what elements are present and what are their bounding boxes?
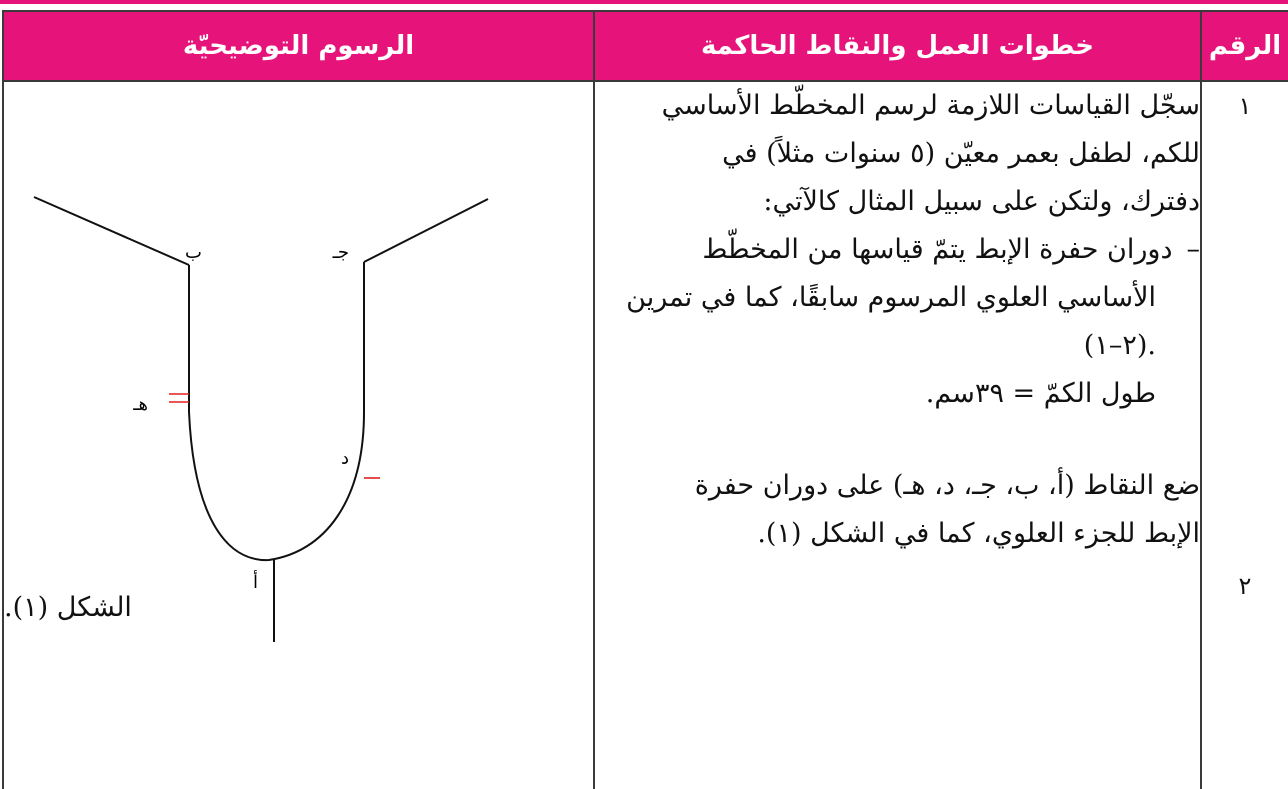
number-cell: ١ ٢ <box>1200 80 1288 789</box>
steps-cell: سجّل القياسات اللازمة لرسم المخطّط الأسا… <box>593 80 1202 789</box>
step-1-measurement: طول الكمّ = ٣٩سم. <box>925 378 1156 409</box>
header-steps: خطوات العمل والنقاط الحاكمة <box>593 10 1202 82</box>
dash-bullet: – <box>1186 234 1201 265</box>
armhole-diagram: ب جـ هـ د أ <box>33 196 489 642</box>
label-a: أ <box>253 570 258 593</box>
row-1-number: ١ <box>1238 92 1252 120</box>
label-h: هـ <box>132 394 148 415</box>
step-1-bullet-line-3: .(٢–١) <box>1083 330 1156 361</box>
armhole-curve <box>188 262 365 562</box>
table-row: ١ ٢ سجّل القياسات اللازمة لرسم المخطّط ا… <box>2 80 1288 789</box>
label-j: جـ <box>332 242 349 263</box>
step-1-line-1: سجّل القياسات اللازمة لرسم المخطّط الأسا… <box>661 90 1200 121</box>
table-header-row: الرقم خطوات العمل والنقاط الحاكمة الرسوم… <box>2 10 1288 82</box>
step-1-bullet-line-2: الأساسي العلوي المرسوم سابقًا، كما في تم… <box>626 282 1156 313</box>
steps-table: الرقم خطوات العمل والنقاط الحاكمة الرسوم… <box>2 10 1288 789</box>
label-b: ب <box>185 242 202 263</box>
right-shoulder-line <box>363 198 489 263</box>
top-accent-bar <box>0 0 1288 4</box>
header-figures: الرسوم التوضيحيّة <box>2 10 595 82</box>
step-1-line-2: للكم، لطفل بعمر معيّن (٥ سنوات مثلاً) في <box>722 138 1200 169</box>
step-1-line-3: دفترك، ولتكن على سبيل المثال كالآتي: <box>763 186 1200 217</box>
figure-caption: الشكل (١). <box>4 592 132 623</box>
step-2-line-1: ضع النقاط (أ، ب، جـ، د، هـ) على دوران حف… <box>694 470 1200 501</box>
left-shoulder-line <box>33 196 190 266</box>
label-d: د <box>341 448 349 469</box>
step-2-line-2: الإبط للجزء العلوي، كما في الشكل (١). <box>757 518 1200 549</box>
header-number: الرقم <box>1200 10 1288 82</box>
row-2-number: ٢ <box>1238 572 1252 600</box>
step-1-bullet-line-1: –دوران حفرة الإبط يتمّ قياسها من المخطّط <box>702 234 1201 265</box>
figure-cell: ب جـ هـ د أ الشكل (١). <box>2 80 595 789</box>
